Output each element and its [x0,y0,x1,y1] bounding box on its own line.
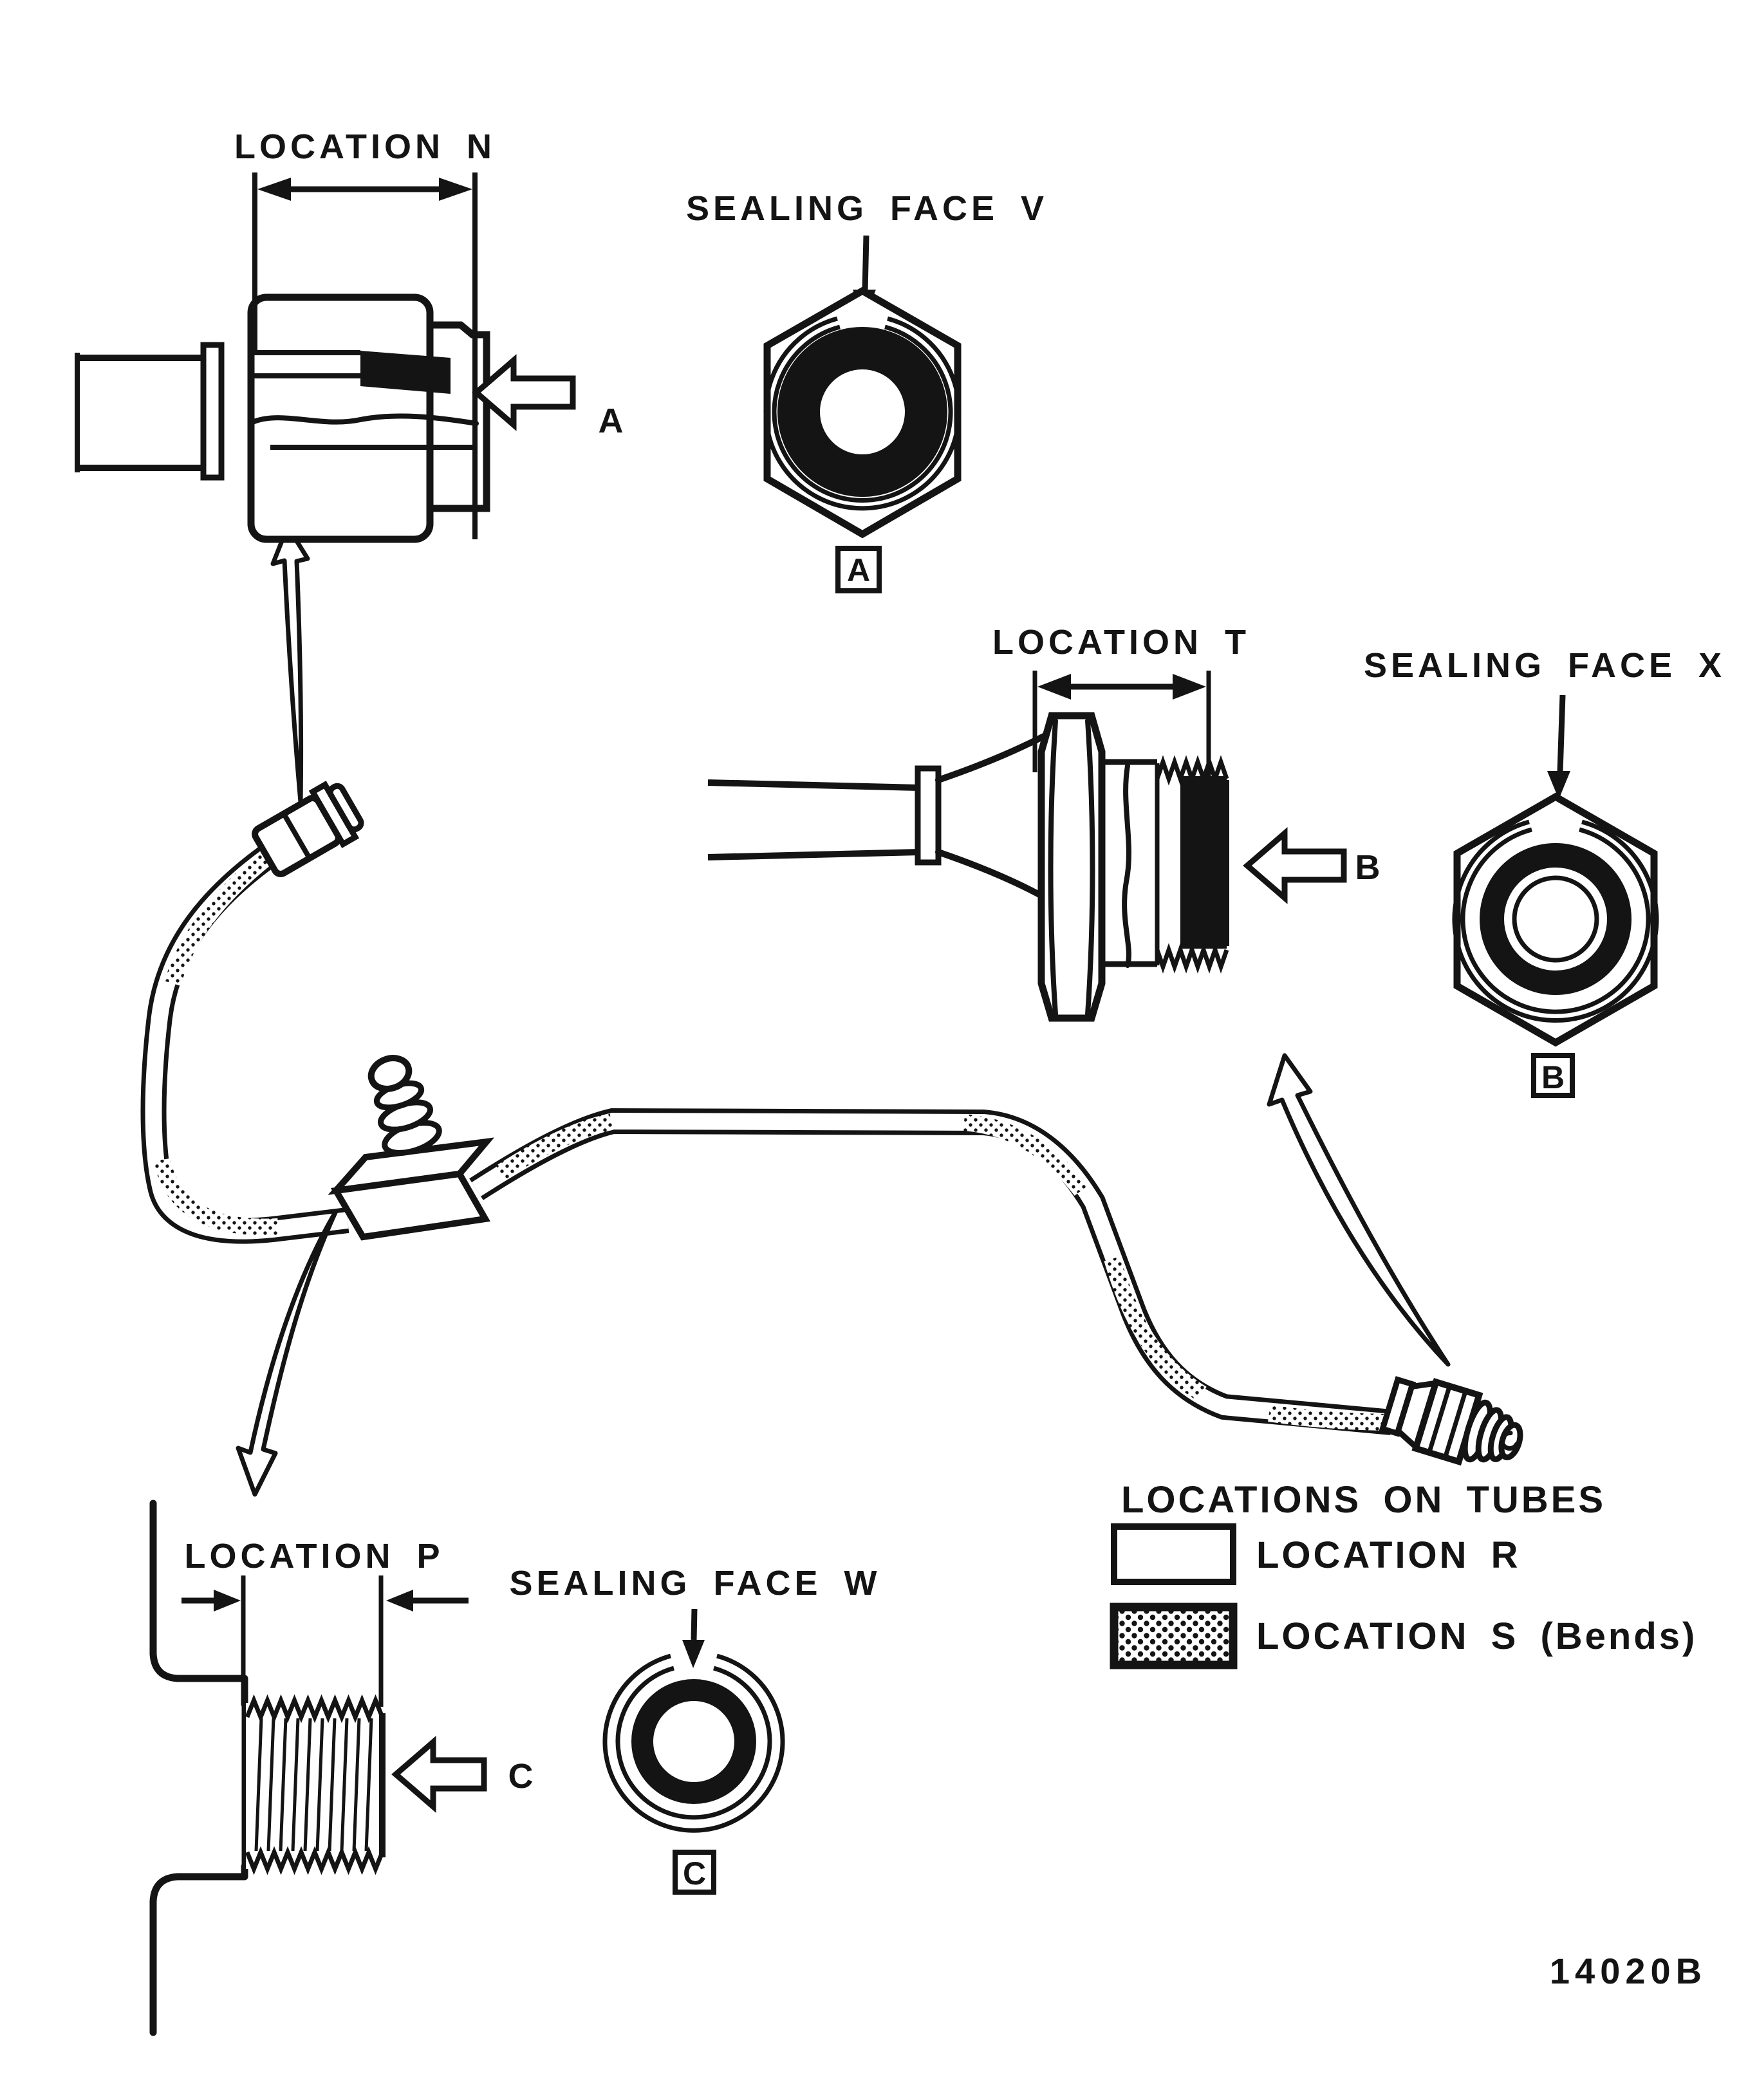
dimension-arrowhead-left [214,1590,241,1612]
sealing-face-v-pointer [862,235,869,292]
sealing-ring-b [1480,843,1632,995]
view-arrow-a [472,354,576,431]
threaded-boss-side-view-c [149,1500,386,2036]
legend-swatch-plain [1111,1523,1236,1585]
detail-ref-b: B [1531,1053,1575,1098]
detail-ref-a-letter: A [847,552,870,588]
detail-ref-c-letter: C [683,1855,706,1891]
detail-ref-b-letter: B [1541,1059,1565,1095]
detail-b-sealing-face-x: SEALING FACE X B [1364,646,1725,1098]
legend-item-location-s: LOCATION S (Bends) [1110,1603,1697,1669]
dimension-arrowhead-right [386,1590,413,1612]
block-fitting-stud [367,1055,442,1156]
short-tube-bend-stipple-lower [154,1158,279,1236]
detail-ref-a: A [835,546,882,593]
short-tube-bore [145,840,349,1240]
long-tube-bend-stipple-4 [1268,1405,1384,1431]
long-tube-outline [469,1108,1393,1435]
detail-c-sealing-face-w: SEALING FACE W C [509,1564,880,1895]
detail-b-location-t: LOCATION T [707,623,1384,1022]
long-tube-bend-stipple-3 [1104,1256,1207,1402]
tube-end-fitting-right [1379,1376,1523,1466]
dimension-location-n [252,172,478,539]
sealing-face-x-pointer-head [1547,771,1570,799]
detail-ref-c: C [673,1850,716,1895]
legend-swatch-stippled [1110,1603,1238,1669]
short-tube-bend-stipple-upper [164,840,286,986]
dimension-arrowhead-left [257,178,291,201]
view-arrow-a-label: A [599,402,628,440]
sealing-ring-a [777,327,947,497]
sealing-face-w-pointer-head [682,1640,705,1668]
figure-number: 14020B [1550,1951,1707,1991]
view-arrow-c-label: C [508,1757,537,1796]
short-tube-outline [140,836,349,1244]
sealing-end-face-b [1180,776,1227,949]
tube-end-nut-upper [252,781,364,877]
long-tube-bore [471,1112,1393,1431]
hex-nut-front-view-a [763,286,962,539]
sealing-face-w-label: SEALING FACE W [509,1564,880,1603]
sealing-face-v-label: SEALING FACE V [686,189,1048,228]
fitting-side-view-a [75,293,490,543]
hex-nut-front-view-b [1452,792,1659,1047]
legend-locations-on-tubes: LOCATIONS ON TUBES LOCATION R LOCATION S… [1110,1479,1697,1669]
callout-arrow-to-detail-c [236,1209,339,1497]
sealing-ring-front-view-c [602,1653,785,1833]
view-arrow-b [1243,827,1347,904]
dimension-location-p [181,1575,469,1707]
detail-c-location-p: LOCATION P [149,1500,537,2036]
sealing-face-x-pointer [1557,694,1566,773]
location-n-label: LOCATION N [234,127,496,166]
dimension-arrowhead-right [1173,674,1206,700]
detail-a-location-n: LOCATION N A [75,127,628,543]
legend-title: LOCATIONS ON TUBES [1121,1479,1606,1521]
legend-item-r-label: LOCATION R [1256,1534,1521,1576]
block-fitting [328,1055,495,1241]
dimension-arrowhead-left [1037,674,1071,700]
dimension-location-t [1032,671,1211,780]
thread-flank-lines [254,1718,373,1852]
sealing-face-x-label: SEALING FACE X [1364,646,1725,685]
legend-item-s-label: LOCATION S (Bends) [1256,1615,1697,1657]
sealing-ring-c [631,1679,756,1804]
fitting-side-view-b [707,712,1229,1022]
view-arrow-b-label: B [1355,848,1384,887]
long-tube-bend-stipple-1 [496,1113,613,1180]
detail-a-sealing-face-v: SEALING FACE V A [686,189,1048,593]
callout-arrow-to-detail-a [270,524,310,804]
long-tube-bend-stipple-2 [963,1114,1088,1196]
callout-arrow-to-detail-b [1267,1053,1451,1367]
legend-item-location-r: LOCATION R [1111,1523,1521,1585]
location-t-label: LOCATION T [992,623,1250,662]
view-arrow-c [391,1736,487,1813]
tube-assembly [140,524,1523,1497]
location-p-label: LOCATION P [185,1537,444,1575]
dimension-arrowhead-right [439,178,472,201]
